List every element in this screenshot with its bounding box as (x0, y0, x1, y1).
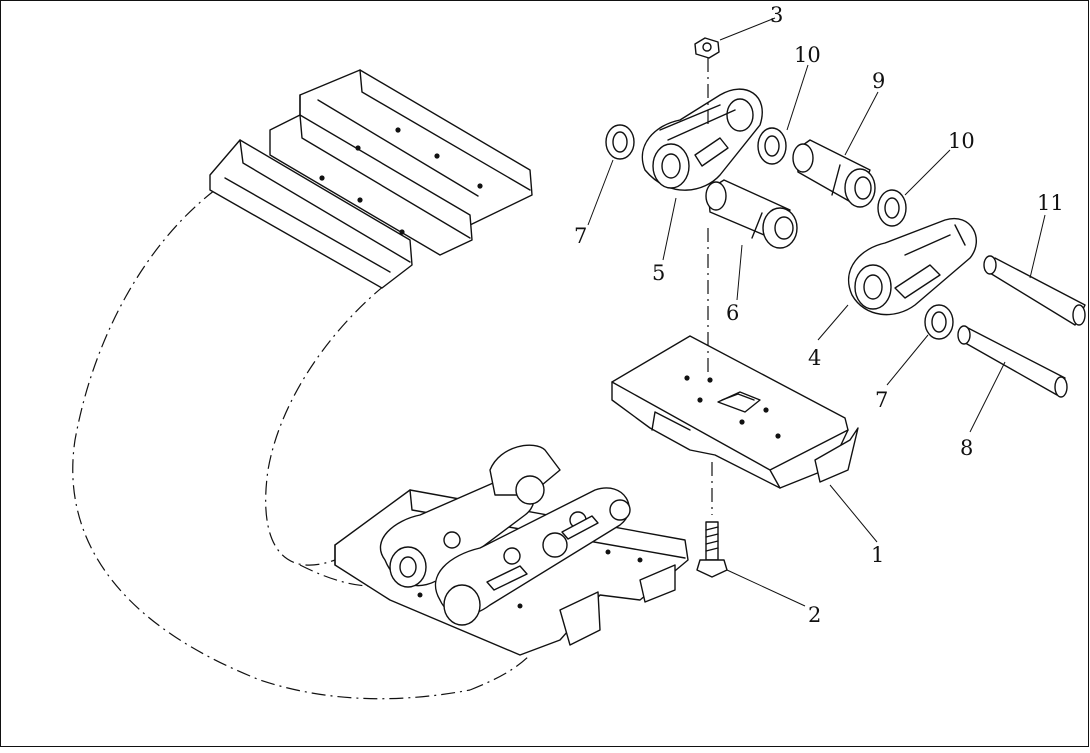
track-shoe-plate (611, 335, 859, 489)
pin-lower (957, 325, 1068, 398)
upper-track-shoes (209, 69, 533, 289)
bolt (696, 521, 728, 578)
label-part-7-left: 7 (574, 224, 587, 248)
label-part-6: 6 (726, 301, 739, 325)
label-part-11: 11 (1037, 191, 1064, 215)
label-part-8: 8 (960, 436, 973, 460)
leader-lines (587, 17, 1046, 607)
label-part-10-lower: 10 (948, 129, 975, 153)
label-part-1: 1 (871, 543, 884, 567)
link-left (641, 88, 763, 191)
label-part-3: 3 (770, 3, 783, 27)
pin-bushing (792, 139, 876, 208)
seal-ring-left (605, 124, 635, 160)
nut (694, 37, 720, 59)
seal-ring-right (924, 304, 954, 340)
lower-assembled-track (334, 444, 689, 656)
label-part-10-upper: 10 (794, 43, 821, 67)
label-part-4: 4 (808, 346, 821, 370)
label-part-9: 9 (872, 69, 885, 93)
label-part-7-right: 7 (875, 388, 888, 412)
label-part-5: 5 (652, 261, 665, 285)
spacer-ring-upper (757, 127, 787, 165)
spacer-ring-lower (877, 189, 907, 227)
label-part-2: 2 (808, 603, 821, 627)
bushing (705, 179, 798, 249)
pin-upper (983, 255, 1086, 326)
callout-labels: 1 2 3 4 5 6 7 7 8 9 10 10 11 (574, 3, 1064, 627)
link-right (847, 217, 978, 316)
assembly-guide-lines (707, 58, 713, 515)
